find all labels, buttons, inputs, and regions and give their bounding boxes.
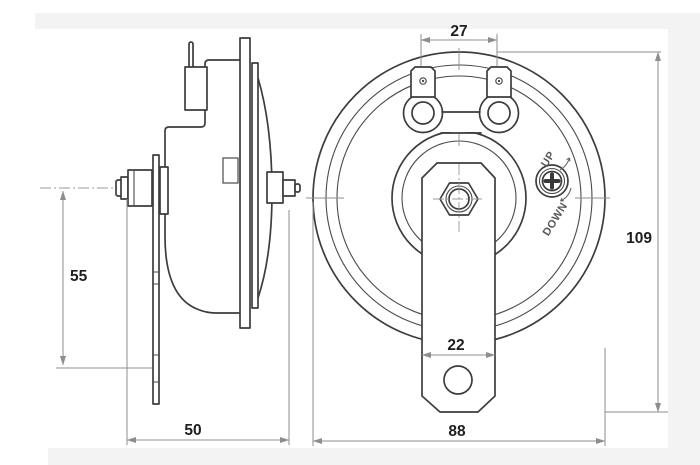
spacer-plate [159, 166, 169, 215]
dim27-value: 27 [450, 23, 467, 40]
up-label: UP [539, 149, 558, 169]
terminal-pin-side [188, 41, 194, 69]
mounting-strip [152, 154, 160, 405]
front-view: UP DOWN [306, 48, 610, 413]
hex-centerlines [433, 164, 485, 234]
adjuster-outer [535, 164, 569, 198]
front-nut-cap [282, 179, 296, 197]
dim109-value: 109 [626, 230, 652, 247]
body-detail-block [222, 157, 239, 184]
terminal-ring-right [487, 101, 511, 125]
right-border-band [668, 13, 700, 465]
dim88-extension-lines [312, 202, 606, 446]
tab-hole-right-dot [497, 79, 501, 83]
dimension-annotations: 27 109 22 88 50 55 [56, 23, 668, 446]
dim55-value: 55 [70, 268, 88, 285]
rear-washer [120, 176, 129, 200]
top-border-band [35, 13, 700, 29]
terminal-ring-left [411, 101, 435, 125]
side-view [40, 37, 301, 405]
bracket-hole [443, 365, 473, 395]
bracket-strap [421, 162, 496, 413]
dim22-value: 22 [447, 337, 464, 354]
down-rotation-arrow-icon [560, 187, 572, 202]
terminal-assembly [402, 66, 520, 134]
adjuster-inner [541, 170, 563, 192]
front-stud-tip [294, 183, 301, 193]
tab-hole-left-dot [421, 79, 425, 83]
horn-body-profile [164, 59, 240, 314]
flange-plate [239, 37, 251, 329]
dim50-extension-lines [126, 199, 290, 445]
terminal-bridge-edges [440, 111, 482, 134]
rear-nut [127, 169, 153, 207]
centerline-ticks [306, 48, 610, 199]
front-bracket [421, 162, 496, 413]
dim50-value: 50 [184, 422, 201, 439]
terminal-block-side [184, 66, 208, 111]
bottom-border-band [48, 448, 700, 465]
up-rotation-arrow-icon [559, 157, 571, 171]
adjuster-screw: UP DOWN [535, 149, 572, 239]
adjuster-mid [538, 167, 566, 195]
front-nut [266, 171, 284, 204]
mounting-strip-slots [153, 271, 159, 383]
dim88-value: 88 [448, 423, 466, 440]
phillips-cross-icon [543, 172, 561, 190]
down-label: DOWN [541, 201, 571, 239]
diaphragm-plate [251, 62, 259, 309]
